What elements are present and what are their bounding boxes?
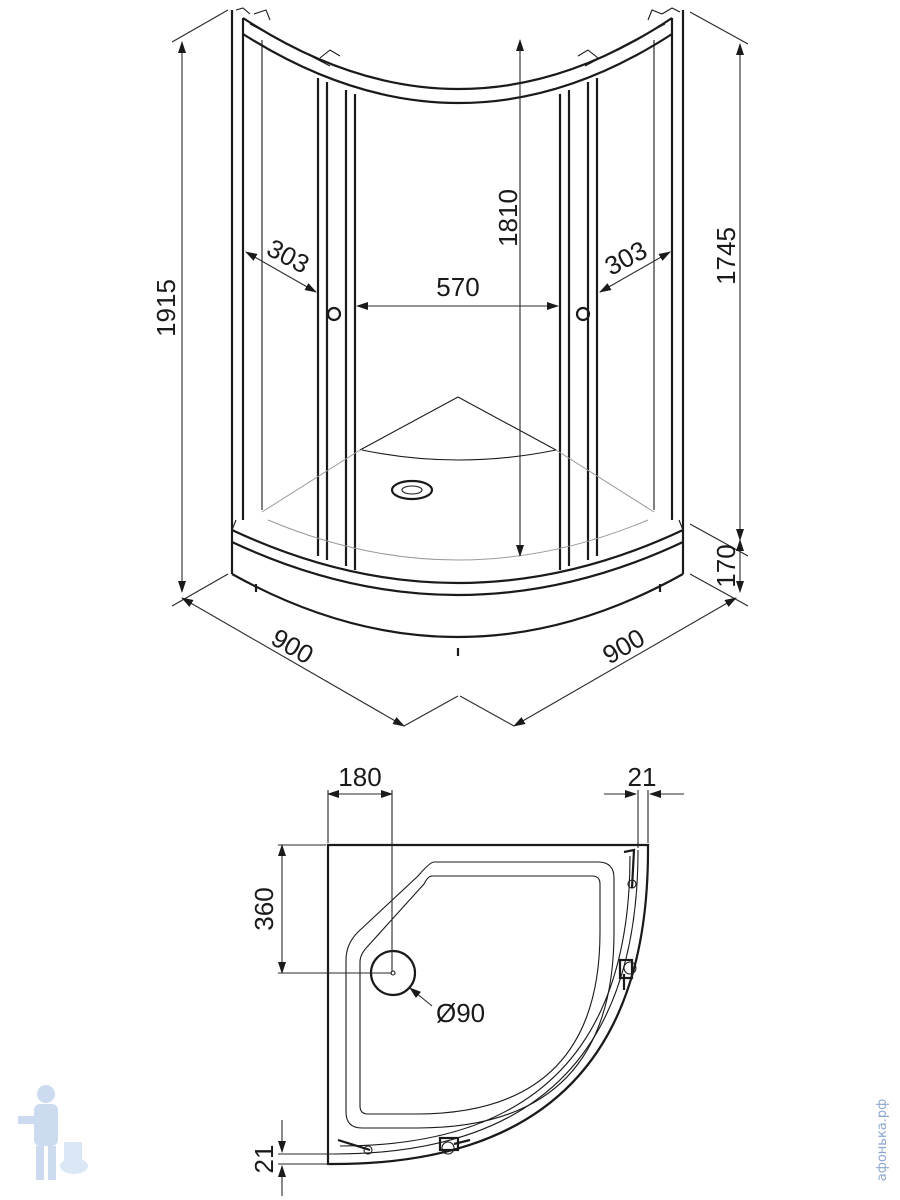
right-sliding-door — [558, 78, 599, 570]
dimension-drain-x: 180 — [327, 762, 393, 972]
label-21-bottom: 21 — [249, 1145, 279, 1174]
label-1745: 1745 — [711, 227, 741, 285]
plan-view: 180 21 360 Ø90 21 — [249, 762, 684, 1196]
label-360: 360 — [249, 887, 279, 930]
label-21-top: 21 — [628, 762, 657, 792]
plumber-mascot-icon — [18, 1085, 88, 1180]
dimension-entrance: 570 — [356, 272, 559, 310]
label-900-left: 900 — [266, 622, 319, 670]
dimension-height-glass: 1810 — [493, 39, 524, 557]
left-door-handle — [326, 306, 342, 322]
dimension-door-left: 303 — [245, 233, 317, 293]
label-570: 570 — [436, 272, 479, 302]
label-diameter-90: Ø90 — [436, 998, 485, 1028]
label-303-left: 303 — [262, 233, 314, 280]
label-1915: 1915 — [151, 279, 181, 337]
dimension-drain-y: 360 — [249, 844, 392, 974]
label-1810: 1810 — [493, 189, 523, 247]
left-fixed-panel — [230, 10, 263, 530]
left-sliding-door — [316, 78, 357, 570]
isometric-view: 1915 1810 1745 170 303 570 — [151, 7, 749, 727]
label-180: 180 — [338, 762, 381, 792]
dimension-profile-top: 21 — [604, 762, 684, 848]
dimension-tray-height: 170 — [689, 539, 749, 607]
watermark-logo — [18, 1085, 88, 1180]
dimension-height-frame: 1745 — [689, 11, 749, 557]
label-170: 170 — [711, 544, 741, 587]
label-900-right: 900 — [597, 622, 650, 670]
tray-outline — [326, 843, 650, 1166]
dimension-width-right: 900 — [459, 597, 737, 727]
tray-basin — [345, 861, 615, 1129]
drain-icon — [390, 479, 434, 501]
dimension-door-right: 303 — [599, 235, 671, 293]
right-fixed-panel — [653, 10, 685, 530]
door-hardware — [337, 848, 637, 1155]
dimension-drain-diameter: Ø90 — [409, 987, 485, 1028]
label-303-right: 303 — [600, 235, 652, 282]
top-frame — [235, 7, 681, 105]
right-door-handle — [575, 306, 591, 322]
dimension-profile-bottom: 21 — [249, 1120, 334, 1196]
watermark-text: афонька.рф — [875, 1099, 890, 1182]
dimension-height-total: 1915 — [151, 9, 229, 607]
shower-tray — [230, 396, 685, 656]
dimension-width-left: 900 — [181, 597, 459, 727]
